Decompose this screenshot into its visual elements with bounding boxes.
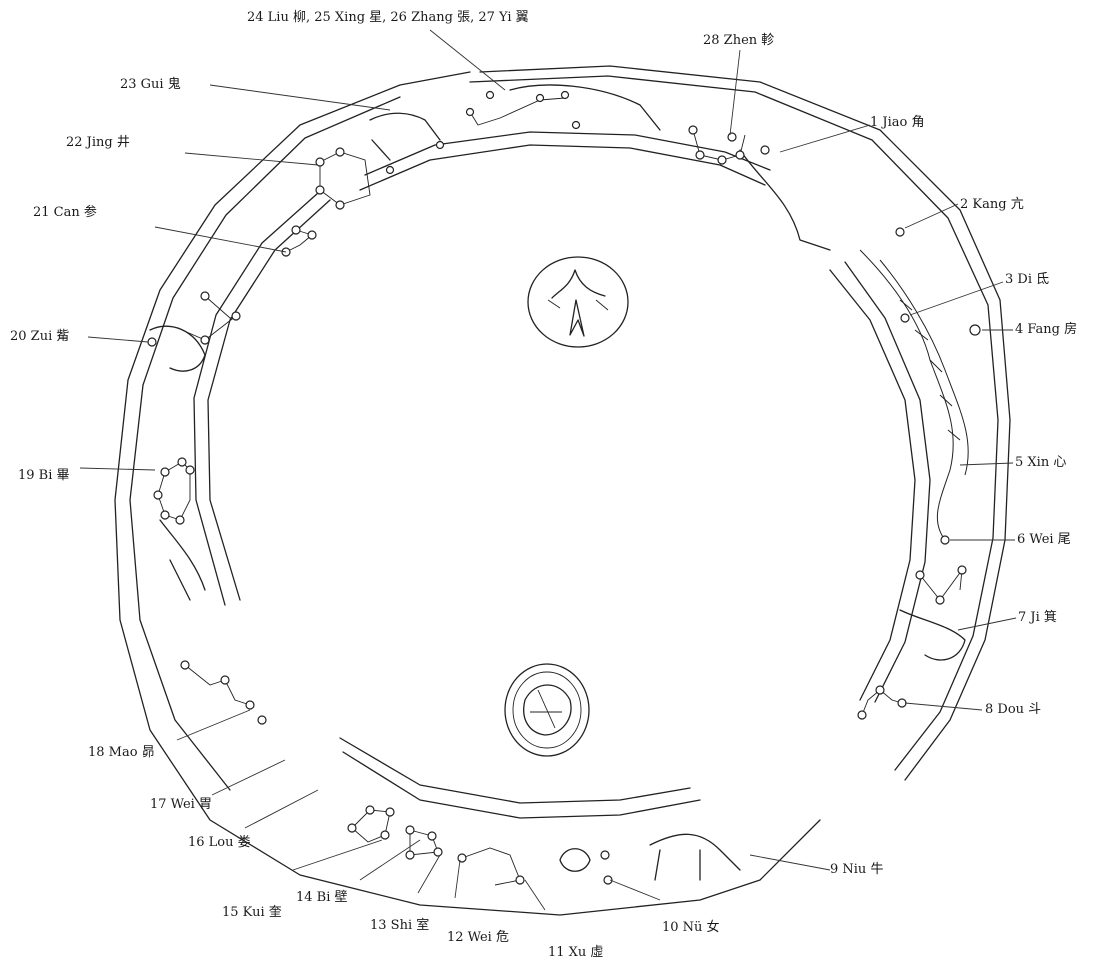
label-shi: 13 Shi 室 xyxy=(370,918,429,934)
label-jing: 22 Jing 井 xyxy=(66,135,130,151)
label-kang: 2 Kang 亢 xyxy=(960,197,1024,213)
label-xin: 5 Xin 心 xyxy=(1015,455,1066,471)
label-gui: 23 Gui 鬼 xyxy=(120,77,181,93)
label-wei-12: 12 Wei 危 xyxy=(447,930,509,946)
label-bi-14: 14 Bi 壁 xyxy=(296,890,348,906)
label-mao: 18 Mao 昴 xyxy=(88,745,155,761)
label-wei-17: 17 Wei 胃 xyxy=(150,797,212,813)
label-di: 3 Di 氐 xyxy=(1005,272,1049,288)
label-bi-19: 19 Bi 畢 xyxy=(18,468,70,484)
label-nu: 10 Nü 女 xyxy=(662,920,720,936)
label-kui: 15 Kui 奎 xyxy=(222,905,282,921)
label-niu: 9 Niu 牛 xyxy=(830,862,883,878)
outer-frame xyxy=(115,66,1010,915)
label-zui: 20 Zui 觜 xyxy=(10,329,69,345)
label-liu-xing-zhang-yi: 24 Liu 柳, 25 Xing 星, 26 Zhang 張, 27 Yi 翼 xyxy=(247,10,529,26)
label-xu: 11 Xu 虛 xyxy=(548,945,603,961)
label-ji: 7 Ji 箕 xyxy=(1018,610,1057,626)
label-zhen: 28 Zhen 軫 xyxy=(703,33,774,49)
inner-band xyxy=(194,132,930,818)
label-jiao: 1 Jiao 角 xyxy=(870,115,924,131)
label-wei-6: 6 Wei 尾 xyxy=(1017,532,1071,548)
label-can: 21 Can 参 xyxy=(33,205,97,221)
figures xyxy=(150,85,968,880)
label-lou: 16 Lou 娄 xyxy=(188,835,251,851)
moon-medallion-toad xyxy=(505,664,589,756)
label-fang: 4 Fang 房 xyxy=(1015,322,1077,338)
label-dou: 8 Dou 斗 xyxy=(985,702,1041,718)
sun-medallion-crow xyxy=(528,257,628,347)
